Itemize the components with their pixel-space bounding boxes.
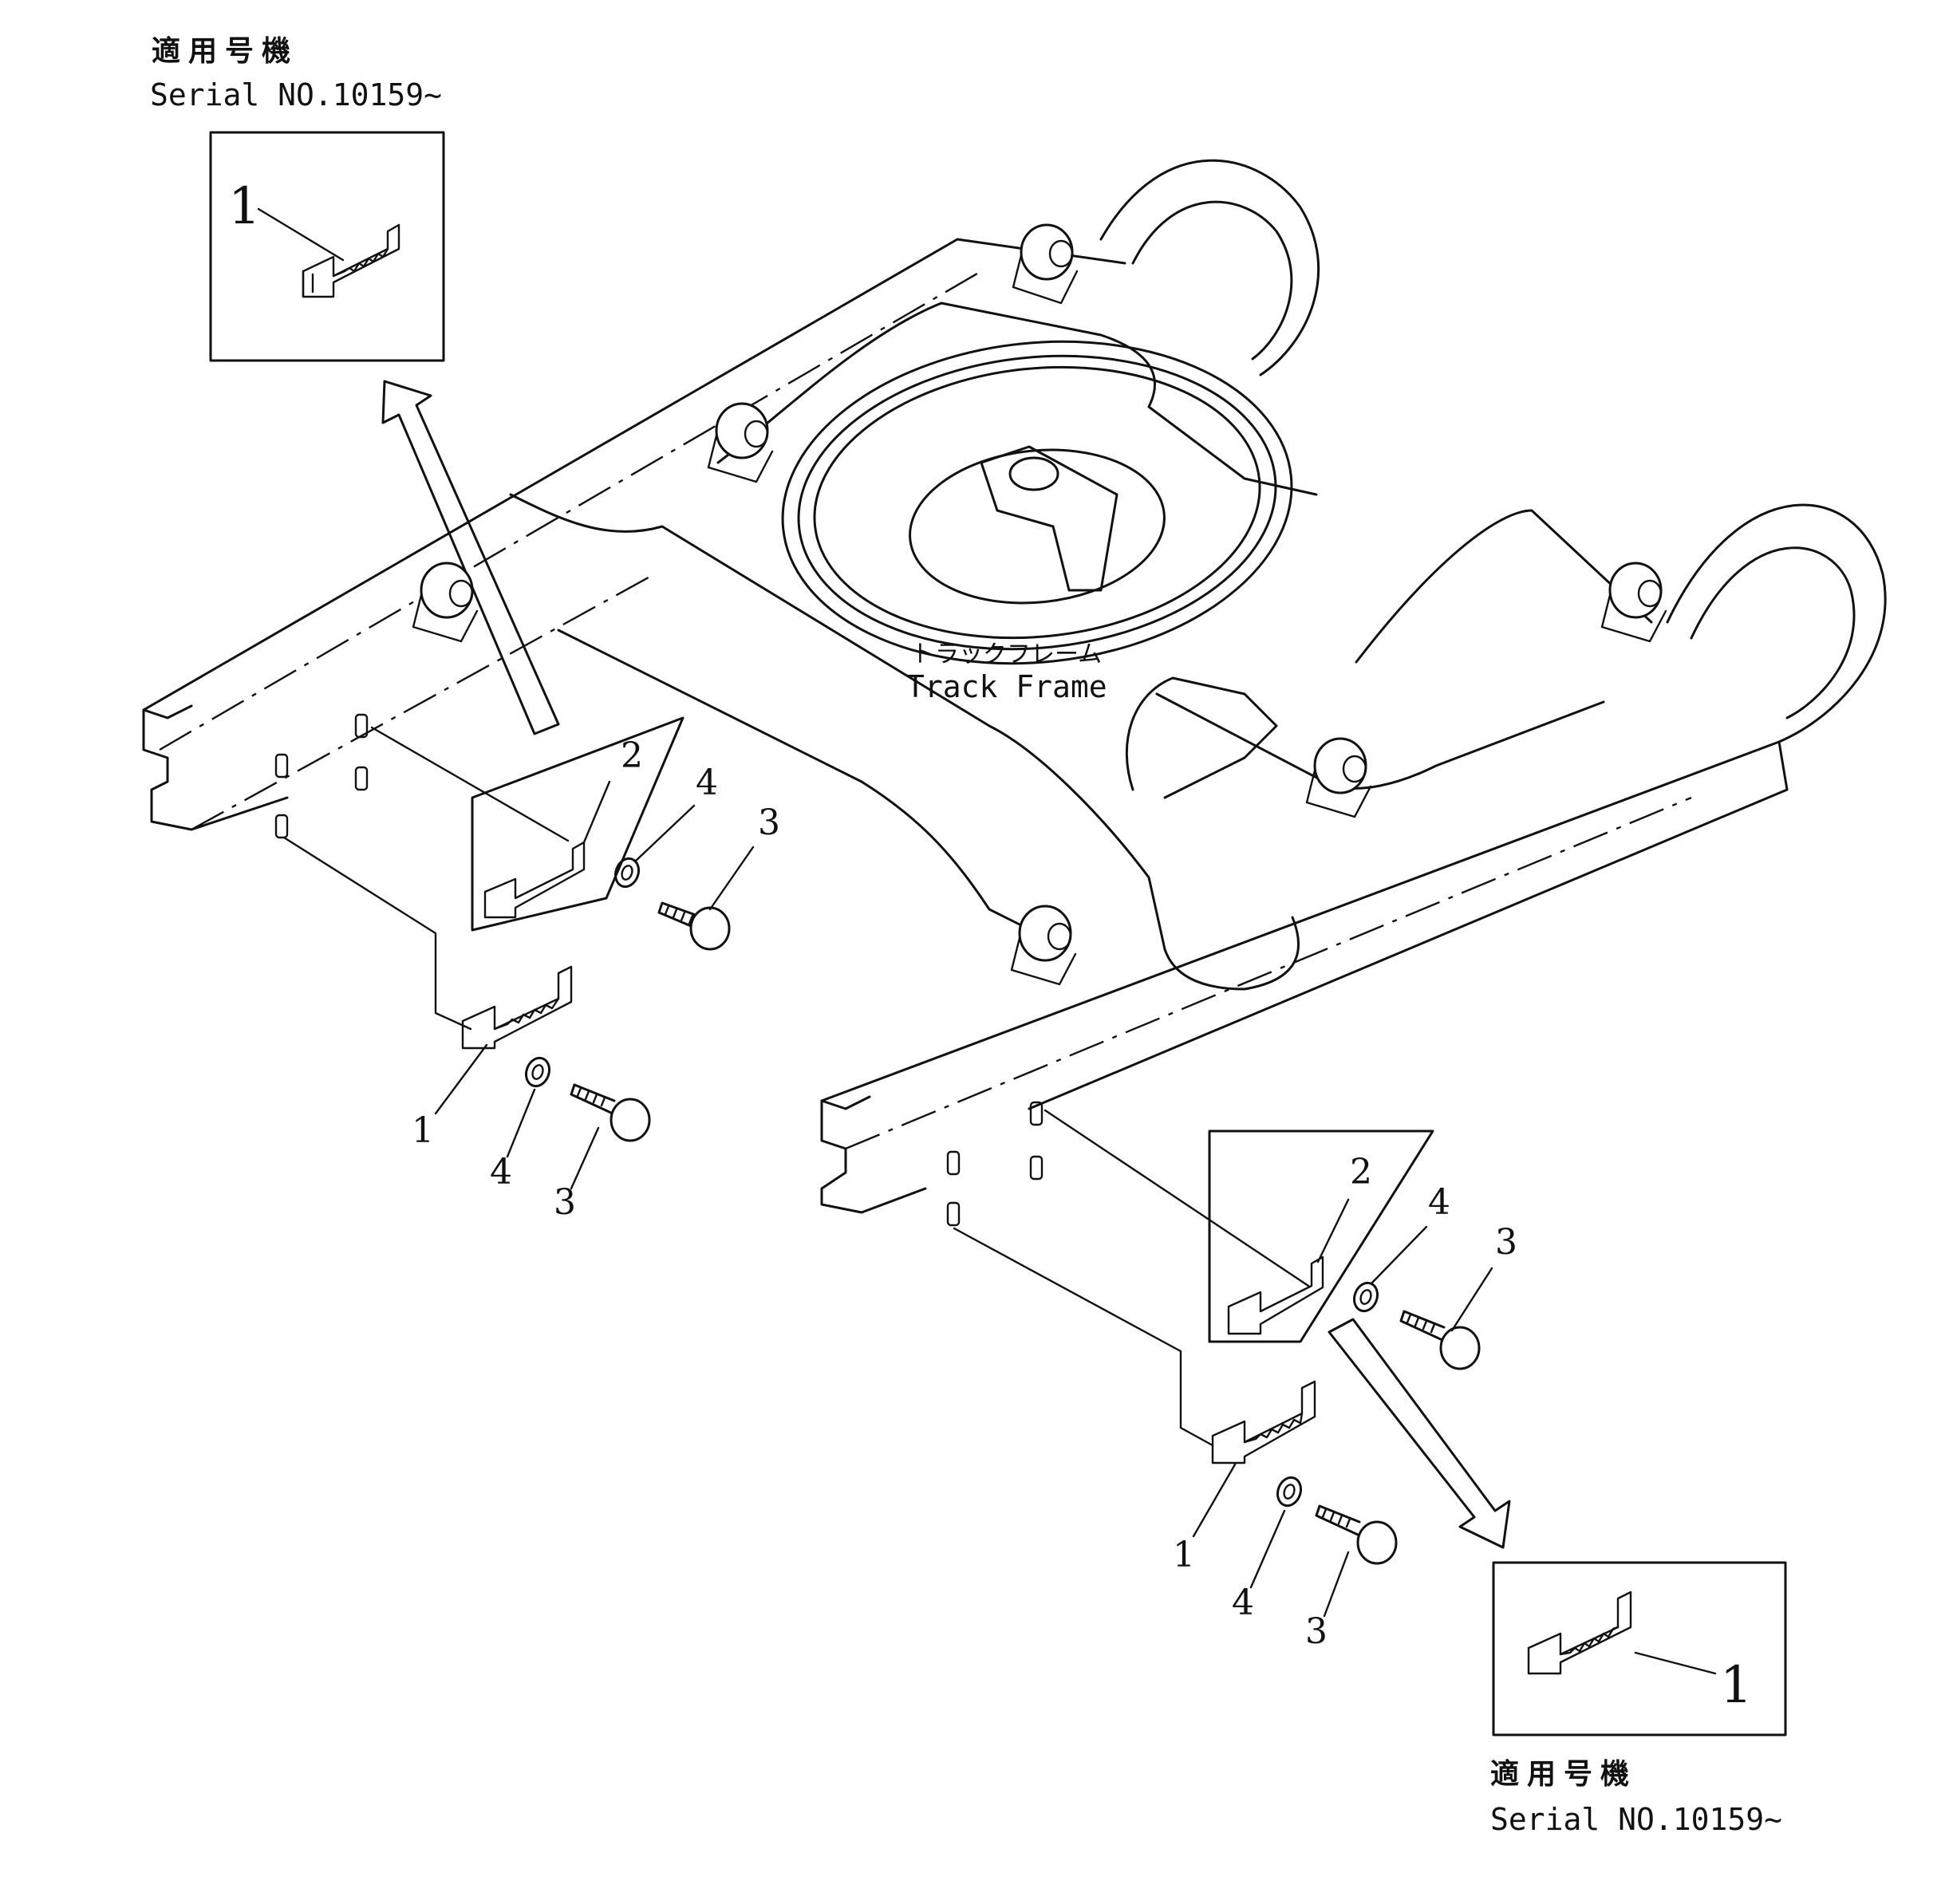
track-frame: トラックフレーム Track Frame: [142, 159, 1887, 1227]
bolt-part-left-a: [657, 901, 731, 951]
left-callout-3b: 3: [554, 1182, 576, 1223]
left-callout-4b: 4: [490, 1152, 512, 1192]
left-callout-2: 2: [621, 735, 643, 776]
roller-boss: [1010, 905, 1077, 986]
washer-part-left-b: [524, 1056, 551, 1088]
left-callout-4a: 4: [696, 763, 718, 803]
arrow-to-bottom-inset: [1328, 1318, 1511, 1549]
left-callout-3a: 3: [758, 802, 780, 843]
clip-part-2-right: [1227, 1256, 1324, 1335]
right-callout-4b: 4: [1232, 1583, 1254, 1623]
bottom-serial-label: Serial NO.10159~: [1490, 1802, 1782, 1837]
left-callout-1: 1: [412, 1110, 434, 1151]
arrow-to-top-inset: [381, 380, 560, 735]
right-callout-2: 2: [1350, 1152, 1372, 1192]
bolt-part-right-b: [1315, 1504, 1398, 1565]
right-callout-4a: 4: [1428, 1182, 1450, 1223]
top-inset: 1: [209, 131, 445, 362]
right-callout-3b: 3: [1305, 1611, 1328, 1652]
bottom-inset: 1: [1492, 1561, 1787, 1736]
bolt-part-right-a: [1399, 1310, 1481, 1370]
clip-part-1-left: [461, 965, 573, 1050]
washer-part-left-a: [614, 857, 641, 889]
roller-boss: [1012, 223, 1079, 305]
right-callout-1: 1: [1173, 1535, 1195, 1575]
left-parts-group: 2 4 3 1 4 3: [282, 716, 780, 1223]
track-frame-label-jp: トラックフレーム: [911, 641, 1102, 668]
clip-part-icon: [302, 223, 400, 298]
bolt-part-left-b: [570, 1083, 651, 1142]
roller-boss: [412, 562, 479, 643]
right-parts-group: 2 4 3 1 4 3: [953, 1109, 1517, 1652]
track-frame-label-en: Track Frame: [906, 669, 1107, 704]
roller-boss: [1600, 562, 1667, 643]
roller-boss: [1305, 737, 1372, 818]
bottom-applicability-label: 適用号機: [1490, 1758, 1637, 1791]
roller-boss: [707, 402, 774, 483]
inset-bottom-callout: 1: [1720, 1656, 1753, 1715]
clip-part-icon: [1527, 1591, 1632, 1675]
top-applicability-label: 適用号機: [152, 35, 298, 68]
inset-top-callout: 1: [228, 177, 261, 236]
clip-part-1-right: [1211, 1380, 1316, 1464]
right-callout-3a: 3: [1495, 1222, 1517, 1263]
top-serial-label: Serial NO.10159~: [150, 77, 442, 112]
washer-part-right-a: [1352, 1281, 1379, 1313]
washer-part-right-b: [1276, 1476, 1303, 1508]
